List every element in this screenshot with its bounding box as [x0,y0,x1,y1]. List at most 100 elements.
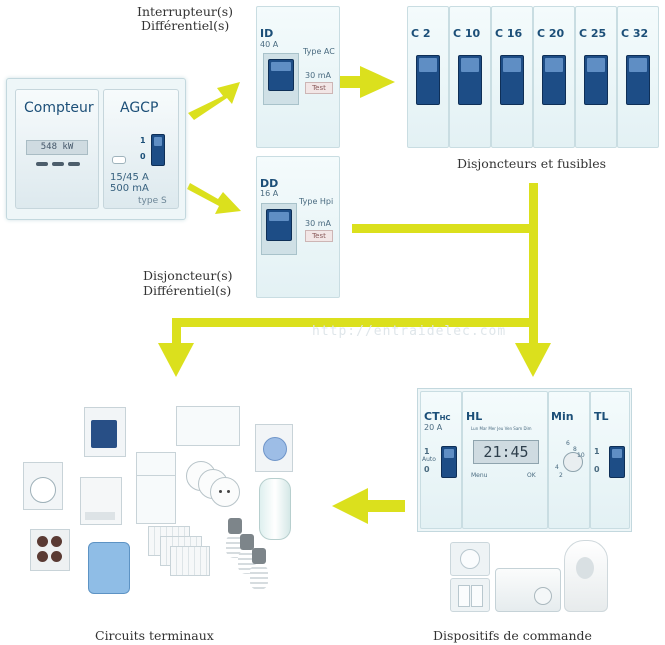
breaker-toggle[interactable] [458,55,482,105]
breaker-toggle[interactable] [416,55,440,105]
hl-menu[interactable]: Menu [471,472,488,479]
tl-module: TL 1 0 [590,391,630,529]
breaker-label: C 20 [537,27,565,40]
id-rating: 40 A [260,40,279,49]
dryer [255,424,293,472]
oven [23,462,63,510]
breaker-label: C 10 [453,27,481,40]
breaker-toggle[interactable] [500,55,524,105]
power-outlets [186,461,248,509]
ct-on: 1 [424,447,430,456]
breaker-module: C 16 [491,6,533,148]
dd-test-button[interactable]: Test [305,230,333,242]
breaker-toggle[interactable] [626,55,650,105]
arrow-to-circuits [158,343,194,377]
label-disjoncteurs-diff-2: Différentiel(s) [143,283,232,298]
line-right-down [529,318,538,346]
arrow-to-dd [187,183,241,214]
compteur-title: Compteur [24,100,94,116]
hl-display: 21:45 [473,440,539,464]
hl-ok[interactable]: OK [527,472,536,479]
breaker-module: C 2 [407,6,449,148]
watermark: http://entraidelec.com [312,324,507,339]
push-button-switch [450,542,490,576]
motion-sensor [564,540,608,612]
id-toggle[interactable] [268,59,294,91]
light-bulbs [224,518,270,594]
id-sensitivity: 30 mA [305,71,331,80]
breakers-row: C 2 C 10 C 16 C 20 C 25 C 32 [407,6,659,148]
ct-auto: Auto [422,456,436,463]
agcp-title: AGCP [120,100,159,116]
agcp-box: AGCP 1 0 15/45 A 500 mA type S [103,89,179,209]
push-button-icon [460,549,480,569]
compteur-display: 548 kW [26,140,88,155]
agcp-rating-1: 15/45 A [110,172,149,183]
min-dial-10: 10 [577,452,585,459]
tl-toggle[interactable] [609,446,625,478]
breaker-toggle[interactable] [584,55,608,105]
ct-toggle[interactable] [441,446,457,478]
label-disjoncteurs-fusibles: Disjoncteurs et fusibles [457,156,607,171]
breaker-module: C 20 [533,6,575,148]
hl-days: Lun Mar Mer Jeu Ven Sam Dim [471,426,532,431]
breaker-label: C 25 [579,27,607,40]
min-dial-4: 4 [555,464,559,471]
agcp-type: type S [138,196,167,206]
double-switch [450,578,490,612]
breaker-module: C 10 [449,6,491,148]
roller-shutter [80,477,122,525]
line-breakers-down [529,183,538,319]
min-name: Min [551,410,574,423]
hl-name: HL [466,410,483,423]
agcp-toggle[interactable] [151,134,165,166]
dd-module: DD 16 A Type Hpi 30 mA Test [256,156,340,298]
fridge [136,452,176,524]
tl-name: TL [594,410,609,423]
control-modules-panel: CTHC 20 A 1 Auto 0 HL Lun Mar Mer Jeu Ve… [417,388,632,532]
breaker-label: C 32 [621,27,649,40]
min-dial-2: 2 [559,472,563,479]
label-circuits-terminaux: Circuits terminaux [95,628,214,643]
min-dial[interactable] [563,452,583,472]
dd-name: DD [260,177,279,190]
ct-rating: 20 A [424,423,443,432]
breaker-label: C 2 [411,27,431,40]
thermostat [495,568,561,612]
agcp-switch-on-label: 1 [140,136,146,145]
ct-name: CTHC [424,410,451,423]
vmc-unit [88,542,130,594]
line-dd-right [352,224,535,233]
dd-toggle[interactable] [266,209,292,241]
dd-rating: 16 A [260,189,279,198]
breaker-module: C 32 [617,6,659,148]
washing-machine [84,407,126,457]
compteur-buttons [36,162,81,166]
dd-type: Type Hpi [299,197,334,206]
id-test-button[interactable]: Test [305,82,333,94]
id-module: ID 40 A Type AC 30 mA Test [256,6,340,148]
label-interrupteurs-2: Différentiel(s) [141,18,230,33]
radiators [148,526,210,578]
label-disjoncteurs-diff-1: Disjoncteur(s) [143,268,233,283]
min-dial-6: 6 [566,440,570,447]
agcp-indicator [112,156,126,164]
arrow-to-id [188,82,240,120]
agcp-switch-off-label: 0 [140,152,146,161]
label-dispositifs-commande: Dispositifs de commande [433,628,592,643]
ct-off: 0 [424,465,430,474]
cooktop [30,529,70,571]
breaker-module: C 25 [575,6,617,148]
ct-module: CTHC 20 A 1 Auto 0 [420,391,462,529]
hl-module: HL Lun Mar Mer Jeu Ven Sam Dim 21:45 Men… [462,391,548,529]
compteur-box: Compteur 548 kW [15,89,99,209]
arrow-to-commande [515,343,551,377]
tl-on: 1 [594,447,600,456]
breaker-toggle[interactable] [542,55,566,105]
min-module: Min 6 8 10 4 2 [548,391,590,529]
agcp-rating-2: 500 mA [110,183,149,194]
id-name: ID [260,27,274,40]
min-dial-8: 8 [573,446,577,453]
compteur-agcp-panel: Compteur 548 kW AGCP 1 0 15/45 A 500 mA … [6,78,186,220]
